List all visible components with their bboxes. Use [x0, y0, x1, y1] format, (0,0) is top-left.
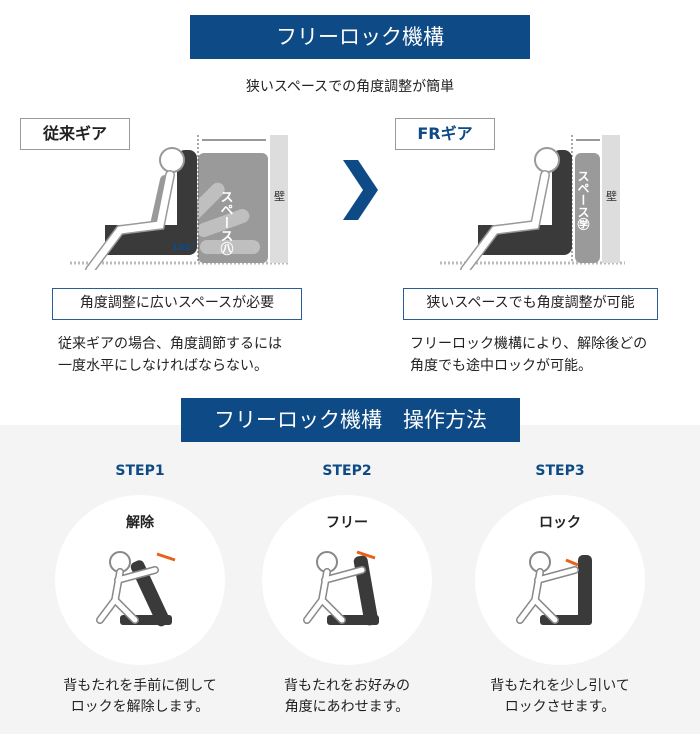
- step-label: STEP3: [535, 463, 585, 479]
- chevron-right-icon: [343, 160, 378, 220]
- orange-arrow-icon: [356, 550, 376, 560]
- step-circle: [262, 495, 432, 665]
- orange-arrow-icon: [156, 552, 176, 562]
- left-description: 従来ギアの場合、角度調節するには一度水平にしなければならない。: [58, 333, 282, 377]
- right-caption: 狭いスペースでも角度調整が可能: [403, 288, 658, 320]
- wall-label: 壁: [274, 189, 285, 203]
- text-line: ロックさせます。: [504, 699, 616, 715]
- step-circle: [475, 495, 645, 665]
- text-line: 背もたれを手前に倒して: [63, 678, 217, 694]
- text-line: ロックを解除します。: [70, 699, 210, 715]
- step-title: ロック: [539, 515, 581, 531]
- text-line: 背もたれを少し引いて: [490, 678, 630, 694]
- orange-arrow-icon: [565, 558, 579, 567]
- step-title: 解除: [126, 515, 154, 531]
- subtitle: 狭いスペースでの角度調整が簡単: [245, 79, 455, 95]
- text-line: 一度水平にしなければならない。: [58, 358, 268, 374]
- space-small-label: スペース㊫: [576, 170, 590, 231]
- title-banner: フリーロック機構: [190, 15, 530, 59]
- text-line: 従来ギアの場合、角度調節するには: [58, 336, 282, 352]
- conventional-gear-illustration: スペース㊇ 180° 壁: [70, 135, 290, 270]
- fr-gear-illustration: スペース㊫ 壁: [440, 135, 625, 270]
- step-description: 背もたれを少し引いてロックさせます。: [455, 676, 665, 718]
- left-label: 従来ギア: [20, 118, 130, 150]
- left-caption: 角度調整に広いスペースが必要: [52, 288, 302, 320]
- section2-banner: フリーロック機構 操作方法: [181, 398, 520, 442]
- wall-label: 壁: [606, 189, 617, 203]
- step-description: 背もたれを手前に倒してロックを解除します。: [35, 676, 245, 718]
- step-title: フリー: [326, 515, 368, 531]
- text-line: フリーロック機構により、解除後どの: [410, 336, 648, 352]
- text-line: 角度でも途中ロックが可能。: [410, 358, 592, 374]
- step-description: 背もたれをお好みの角度にあわせます。: [242, 676, 452, 718]
- text-line: 背もたれをお好みの: [284, 678, 410, 694]
- step-illustration: [96, 551, 176, 627]
- angle-label: 180°: [172, 243, 195, 253]
- step-label: STEP2: [322, 463, 372, 479]
- right-label: FRギア: [395, 118, 495, 150]
- text-line: 角度にあわせます。: [284, 699, 410, 715]
- space-large-label: スペース㊇: [218, 190, 234, 256]
- right-description: フリーロック機構により、解除後どの角度でも途中ロックが可能。: [410, 333, 647, 377]
- step-label: STEP1: [115, 463, 165, 479]
- step-illustration: [303, 550, 379, 626]
- step-illustration: [516, 551, 592, 625]
